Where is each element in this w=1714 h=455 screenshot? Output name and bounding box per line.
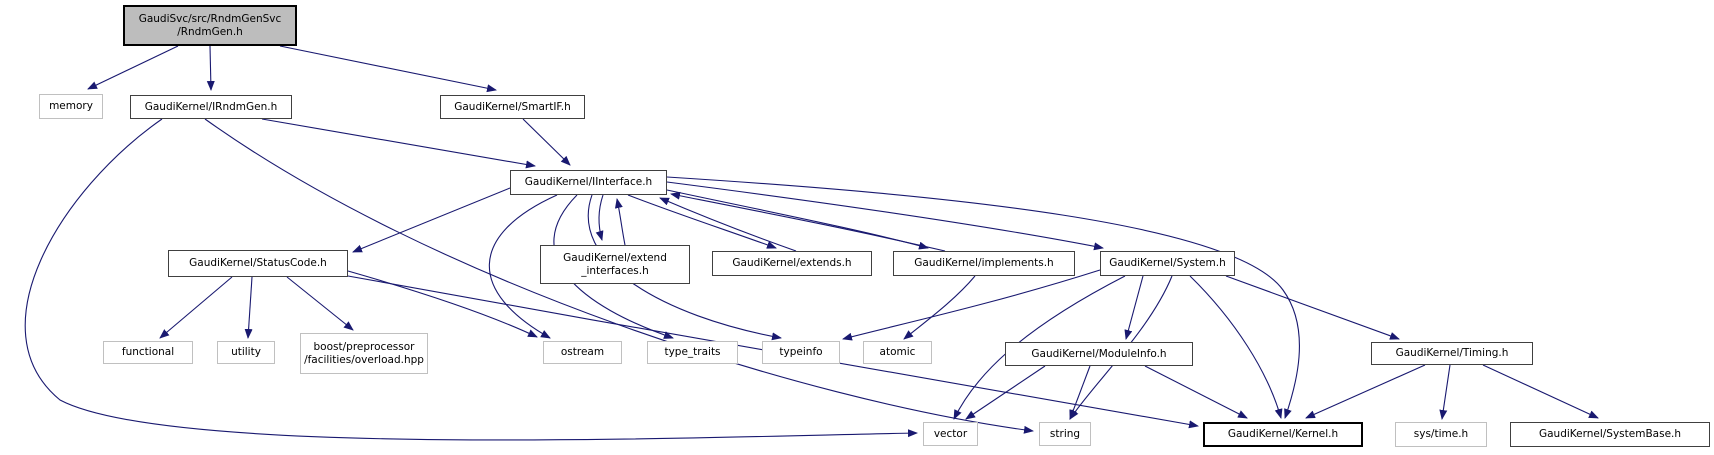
node-vector: vector — [923, 422, 978, 446]
node-extends-h[interactable]: GaudiKernel/extends.h — [712, 251, 872, 276]
edge-statuscode-to-ostream — [347, 270, 538, 338]
node-kernel-h[interactable]: GaudiKernel/Kernel.h — [1203, 422, 1363, 447]
edge-iinterface-to-extendifaces — [595, 194, 604, 241]
node-functional: functional — [103, 341, 193, 364]
edge-timing-to-systembase — [1482, 364, 1599, 419]
edge-iinterface-to-statuscode — [352, 187, 511, 253]
edge-system-to-timing — [1225, 275, 1400, 340]
node-ostream: ostream — [543, 341, 622, 364]
node-smartif-h[interactable]: GaudiKernel/SmartIF.h — [440, 95, 585, 119]
node-statuscode-h[interactable]: GaudiKernel/StatusCode.h — [168, 250, 348, 277]
node-utility: utility — [217, 341, 275, 364]
edge-rndmgen-to-memory — [87, 45, 179, 90]
edge-moduleinfo-to-vector — [965, 365, 1046, 420]
edge-iinterface-to-kernel — [666, 176, 1300, 419]
node-boost-overload-hpp: boost/preprocessor /facilities/overload.… — [300, 333, 428, 374]
edge-extends-to-iinterface — [659, 197, 797, 252]
edge-implements-to-iinterface — [670, 191, 946, 252]
node-type-traits: type_traits — [647, 341, 738, 364]
edge-smartif-to-iinterface — [522, 118, 571, 166]
edge-moduleinfo-to-string — [1069, 365, 1091, 420]
node-systembase-h[interactable]: GaudiKernel/SystemBase.h — [1510, 422, 1710, 447]
node-typeinfo: typeinfo — [762, 341, 840, 364]
edge-system-to-moduleinfo — [1124, 275, 1144, 340]
edge-irndmgen-to-iinterface — [261, 118, 536, 169]
edge-irndmgen-to-vector — [24, 118, 918, 441]
edge-statuscode-to-functional — [159, 276, 233, 339]
edge-statuscode-to-utility — [244, 276, 253, 339]
node-irndmgen-h[interactable]: GaudiKernel/IRndmGen.h — [130, 95, 292, 119]
node-moduleinfo-h[interactable]: GaudiKernel/ModuleInfo.h — [1005, 342, 1193, 366]
node-system-h[interactable]: GaudiKernel/System.h — [1100, 251, 1235, 276]
edge-timing-to-systime — [1439, 364, 1451, 420]
node-timing-h[interactable]: GaudiKernel/Timing.h — [1371, 342, 1533, 365]
edge-statuscode-to-boost — [286, 276, 354, 331]
node-iinterface-h[interactable]: GaudiKernel/IInterface.h — [510, 170, 667, 195]
edge-timing-to-kernel — [1305, 364, 1426, 419]
edge-system-to-typeinfo — [842, 269, 1101, 341]
edge-rndmgen-to-smartif — [279, 45, 497, 93]
edge-implements-to-atomic — [903, 275, 976, 340]
node-string: string — [1039, 422, 1091, 446]
node-memory: memory — [39, 94, 103, 119]
edge-iinterface-to-extends — [627, 194, 777, 249]
edge-rndmgen-to-irndmgen — [206, 45, 215, 91]
edge-moduleinfo-to-kernel — [1144, 365, 1248, 419]
edge-iinterface-to-system — [666, 181, 1104, 251]
edge-iinterface-to-ostream — [488, 194, 558, 339]
node-extend-interfaces-h[interactable]: GaudiKernel/extend _interfaces.h — [540, 245, 690, 284]
node-sys-time-h: sys/time.h — [1395, 422, 1487, 447]
node-implements-h[interactable]: GaudiKernel/implements.h — [893, 251, 1075, 276]
edge-extendifaces-to-iinterface — [614, 198, 626, 246]
node-atomic: atomic — [863, 341, 932, 364]
edge-system-to-kernel — [1189, 275, 1283, 419]
node-rndmgen-h: GaudiSvc/src/RndmGenSvc /RndmGen.h — [123, 5, 297, 46]
